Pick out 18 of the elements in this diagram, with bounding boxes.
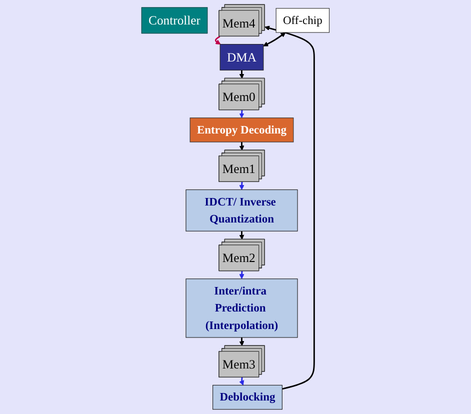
arrow [239, 271, 244, 280]
arrow [239, 337, 244, 346]
node-box: IDCT/ Inverse Quantization [186, 189, 298, 232]
node-box: Deblocking [212, 384, 283, 410]
arrow [239, 70, 244, 79]
arrow [239, 182, 244, 190]
arrow [239, 110, 244, 118]
arrow [264, 26, 315, 390]
arrow [239, 231, 244, 240]
arrow [214, 36, 221, 45]
node-box: DMA [220, 44, 264, 70]
node-box: Off-chip [276, 8, 330, 33]
arrow [263, 32, 286, 46]
arrow [239, 142, 244, 151]
node-box: Controller [141, 7, 208, 34]
arrow [239, 377, 244, 386]
node-box: Entropy Decoding [190, 118, 294, 142]
node-box: Inter/intra Prediction (Interpolation) [186, 278, 298, 338]
